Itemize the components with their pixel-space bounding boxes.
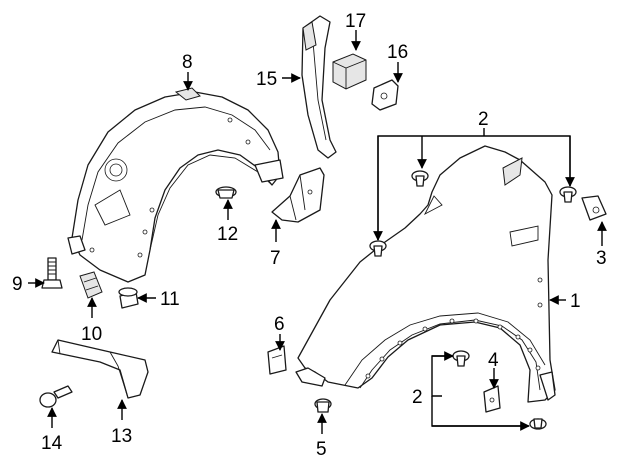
- callout-6: 6: [274, 314, 285, 335]
- callout-11: 11: [160, 289, 180, 310]
- liner-clip: [79, 271, 103, 299]
- fender-seal: [301, 15, 337, 159]
- fender-bolt-e: [529, 418, 547, 430]
- push-nut: [118, 287, 139, 309]
- fender: [295, 145, 556, 403]
- small-bracket: [371, 79, 399, 111]
- mud-flap: [51, 339, 149, 399]
- fender-clip: [267, 345, 287, 375]
- callout-5: 5: [316, 439, 327, 460]
- callout-3: 3: [596, 248, 607, 269]
- callout-2-bottom: 2: [412, 387, 423, 408]
- nut-clip: [581, 195, 607, 221]
- liner-plug: [215, 186, 237, 199]
- fender-small-bracket: [483, 385, 501, 413]
- callout-16: 16: [387, 42, 408, 63]
- callout-12: 12: [217, 224, 238, 245]
- callout-17: 17: [345, 11, 366, 32]
- fender-bolt-d: [452, 350, 470, 367]
- insulator-block: [332, 53, 367, 90]
- fender-bolt-a: [411, 170, 429, 187]
- callout-labels: 1 2 2 3 4 5 6 7 8 9 10 11 12 13 14 15 16…: [12, 11, 607, 460]
- leader-lines: [28, 30, 607, 434]
- callout-10: 10: [81, 324, 102, 345]
- callout-9: 9: [12, 274, 23, 295]
- fender-bolt-c: [559, 186, 577, 203]
- callout-2-top: 2: [478, 109, 489, 130]
- callout-13: 13: [111, 426, 132, 447]
- liner-bolt: [41, 257, 63, 289]
- fender-bolt-b: [369, 240, 387, 257]
- callout-15: 15: [256, 69, 277, 90]
- callout-14: 14: [41, 433, 63, 454]
- callout-1: 1: [570, 291, 581, 312]
- fender-nut: [314, 398, 332, 413]
- fender-liner: [67, 87, 284, 283]
- callout-4: 4: [488, 350, 499, 371]
- mud-flap-screw: [39, 385, 73, 408]
- fender-bracket: [271, 167, 325, 223]
- callout-8: 8: [182, 52, 193, 73]
- callout-7: 7: [270, 248, 281, 269]
